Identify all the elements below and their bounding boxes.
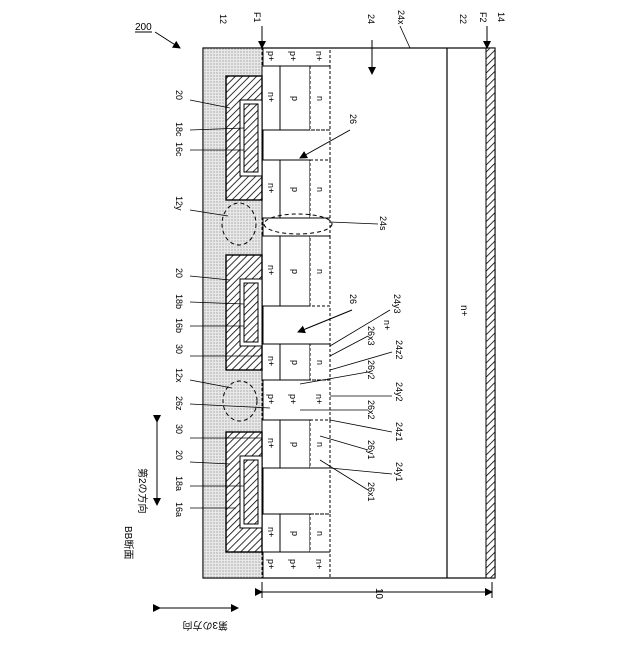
thickness-label: 10: [373, 588, 384, 600]
figure-number: 200: [135, 22, 152, 33]
gate-conductor: [244, 460, 258, 524]
active-cell: n+ p n: [262, 236, 330, 306]
nplus-label: n+: [266, 438, 276, 448]
pplus-label: p+: [288, 51, 298, 61]
active-cell: n+ p n: [262, 420, 330, 468]
ref-26x3: 26x3: [366, 326, 376, 346]
trench-gate: [226, 76, 262, 200]
direction-3-label: 第3の方向: [182, 619, 228, 632]
n-label: n: [315, 360, 325, 365]
nplus-label: n+: [266, 92, 276, 102]
direction-2-label: 第2の方向: [136, 468, 149, 514]
ref-18c: 18c: [174, 122, 184, 137]
active-cell: n+ p n: [262, 344, 330, 380]
pplus-label: p+: [266, 394, 276, 404]
ref-20-mid: 20: [174, 268, 184, 278]
n-label: n: [315, 531, 325, 536]
ref-16b: 16b: [174, 318, 184, 333]
ref-24z2: 24z2: [394, 340, 404, 360]
p-label: p: [290, 531, 300, 536]
nplus-small-label: n+: [314, 394, 324, 404]
ref-12y: 12y: [174, 196, 184, 211]
n-label: n: [315, 96, 325, 101]
ref-24y3: 24y3: [392, 294, 402, 314]
active-cell: n+ p n: [262, 66, 330, 130]
ref-24x: 24x: [396, 10, 406, 25]
ref-26z: 26z: [174, 396, 184, 411]
p-label: p: [290, 187, 300, 192]
ref-14: 14: [496, 12, 506, 22]
pplus-label: p+: [266, 51, 276, 61]
ref-26y2: 26y2: [366, 360, 376, 380]
trench-gate: [226, 255, 262, 370]
ref-16c: 16c: [174, 142, 184, 157]
n-label: n: [315, 442, 325, 447]
p-label: p: [290, 442, 300, 447]
figure-pointer: [155, 32, 180, 48]
back-electrode-14: [486, 48, 495, 578]
ref-20-low: 20: [174, 450, 184, 460]
p-label: p: [290, 269, 300, 274]
ref-24y1: 24y1: [394, 462, 404, 482]
ref-18b: 18b: [174, 294, 184, 309]
gate-structures: [226, 76, 262, 552]
ref-26y1: 26y1: [366, 440, 376, 460]
ref-24x-leader: [400, 26, 410, 48]
ref-30-a: 30: [174, 344, 184, 354]
ref-26-top: 26: [348, 114, 358, 124]
ref-24z1: 24z1: [394, 422, 404, 442]
ref-18a: 18a: [174, 476, 184, 491]
nplus-label: n+: [266, 356, 276, 366]
n-label: n: [315, 187, 325, 192]
ref-12: 12: [218, 14, 228, 24]
ref-16a: 16a: [174, 502, 184, 517]
pplus-label: p+: [288, 559, 298, 569]
pplus-label: p+: [288, 394, 298, 404]
section-label: BB断面: [122, 526, 135, 559]
gate-conductor: [244, 283, 258, 342]
ref-24y2: 24y2: [394, 382, 404, 402]
nplus-label: n+: [266, 183, 276, 193]
ref-26x2: 26x2: [366, 400, 376, 420]
n-label: n: [315, 269, 325, 274]
ref-22: 22: [458, 14, 468, 24]
pplus-label: p+: [266, 559, 276, 569]
ref-26-mid: 26: [348, 294, 358, 304]
p-label: p: [290, 360, 300, 365]
ref-F1: F1: [252, 12, 262, 23]
nplus-small-label: n+: [314, 51, 324, 61]
nplus-small-label: n+: [314, 559, 324, 569]
gate-conductor: [244, 104, 258, 172]
ref-26x1: 26x1: [366, 482, 376, 502]
ref-nplus-small: n+: [382, 320, 392, 330]
ref-30-b: 30: [174, 424, 184, 434]
ref-20-top: 20: [174, 90, 184, 100]
trench-gate: [226, 432, 262, 552]
nplus-label: n+: [266, 527, 276, 537]
ref-12x: 12x: [174, 368, 184, 383]
ref-24: 24: [366, 14, 376, 24]
p-label: p: [290, 96, 300, 101]
nplus-label: n+: [266, 265, 276, 275]
active-cell: n+ p n: [262, 160, 330, 218]
ref-24s: 24s: [378, 216, 388, 231]
active-cell: n+ p n: [262, 514, 330, 552]
substrate-label: n+: [458, 305, 469, 317]
ref-F2: F2: [478, 12, 488, 23]
